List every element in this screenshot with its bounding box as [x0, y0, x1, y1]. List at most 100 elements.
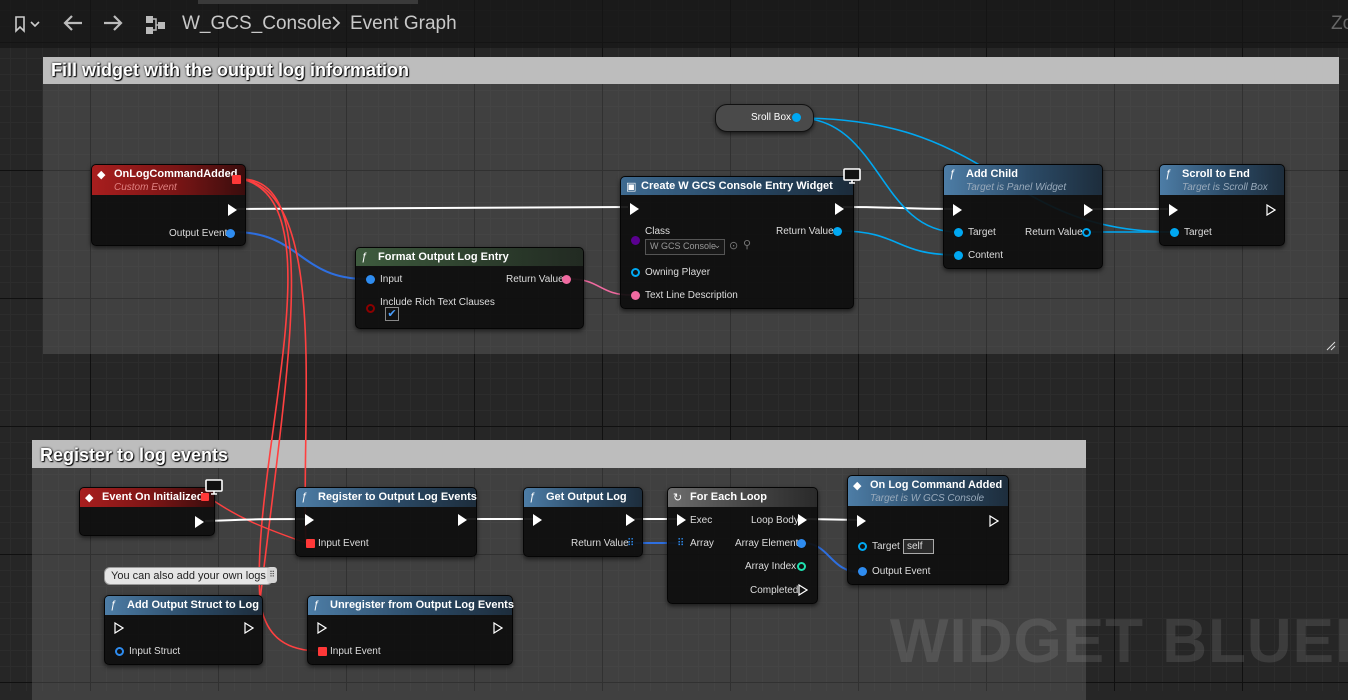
return-value-pin[interactable]	[562, 275, 571, 284]
array-grid-icon[interactable]: ⠿	[627, 538, 634, 549]
use-asset-icon[interactable]: ⊙	[729, 240, 739, 252]
event-diamond-icon: ◆	[97, 169, 106, 181]
array-grid-icon[interactable]: ⠿	[677, 538, 685, 549]
resize-handle-icon[interactable]	[1326, 341, 1336, 351]
target-pin[interactable]	[954, 228, 963, 237]
node-format-output-log-entry[interactable]: ƒ Format Output Log Entry Input Return V…	[355, 247, 584, 329]
exec-output-pin[interactable]	[458, 514, 467, 526]
widget-blueprint-watermark: WIDGET BLUEPRIN	[890, 607, 1348, 676]
class-pin[interactable]	[631, 236, 640, 245]
output-event-pin[interactable]	[226, 229, 235, 238]
comment-bubble[interactable]: You can also add your own logs	[104, 567, 273, 585]
node-create-widget[interactable]: ▣ Create W GCS Console Entry Widget Clas…	[620, 168, 861, 309]
exec-input-pin[interactable]	[953, 204, 962, 216]
delegate-pin[interactable]	[201, 493, 209, 501]
function-icon: ƒ	[301, 491, 308, 503]
input-event-pin[interactable]	[306, 539, 315, 548]
completed-pin[interactable]	[798, 584, 808, 596]
target-pin[interactable]	[1170, 228, 1179, 237]
monitor-icon	[203, 478, 225, 501]
exec-input-pin[interactable]	[630, 203, 639, 215]
content-pin[interactable]	[954, 251, 963, 260]
event-diamond-icon: ◆	[85, 492, 94, 504]
exec-input-pin[interactable]	[1169, 204, 1178, 216]
exec-input-pin[interactable]	[114, 622, 124, 634]
toolbar: W_GCS_Console Event Graph Zo	[0, 0, 1348, 48]
tab-strip	[198, 0, 418, 4]
zoom-label: Zo	[1331, 13, 1348, 34]
text-line-pin[interactable]	[631, 291, 640, 300]
function-icon: ƒ	[1165, 168, 1172, 180]
array-element-pin[interactable]	[797, 539, 806, 548]
target-pin[interactable]	[858, 542, 867, 551]
bookmark-icon[interactable]	[14, 15, 40, 39]
exec-output-pin[interactable]	[835, 203, 844, 215]
breadcrumb-graph[interactable]: Event Graph	[350, 13, 457, 34]
exec-output-pin[interactable]	[626, 514, 635, 526]
comment-title-register[interactable]: Register to log events	[32, 440, 1086, 468]
delegate-wire	[240, 178, 293, 601]
node-add-child[interactable]: ƒ Add Child Target is Panel Widget Targe…	[943, 164, 1103, 269]
exec-output-pin[interactable]	[989, 515, 999, 527]
exec-input-pin[interactable]	[305, 514, 314, 526]
forward-arrow-icon[interactable]	[102, 13, 124, 39]
delegate-wire	[240, 178, 321, 652]
owning-player-pin[interactable]	[631, 268, 640, 277]
back-arrow-icon[interactable]	[62, 13, 84, 39]
search-icon[interactable]: ⚲	[743, 239, 752, 251]
node-unregister-output-log-events[interactable]: ƒ Unregister from Output Log Events Inpu…	[307, 595, 514, 665]
output-event-pin[interactable]	[858, 567, 867, 576]
exec-output-pin[interactable]	[244, 622, 254, 634]
include-rich-text-pin[interactable]	[366, 304, 375, 313]
class-dropdown[interactable]: W GCS Console ⌄	[645, 239, 725, 255]
data-wire	[233, 231, 367, 280]
chevron-right-icon	[330, 13, 342, 39]
exec-input-pin[interactable]	[533, 514, 542, 526]
graph-icon	[144, 14, 168, 42]
exec-output-pin[interactable]	[493, 622, 503, 634]
delegate-wire	[206, 495, 307, 544]
chevron-down-icon: ⌄	[713, 240, 721, 250]
include-rich-text-checkbox[interactable]: ✔	[385, 307, 399, 321]
node-for-each-loop[interactable]: ↻ For Each Loop Exec Loop Body ⠿ Array A…	[667, 487, 818, 604]
loop-body-pin[interactable]	[798, 514, 807, 526]
exec-input-pin[interactable]	[857, 515, 866, 527]
function-icon: ƒ	[110, 599, 117, 611]
delegate-pin[interactable]	[232, 175, 241, 184]
scroll-box-pin[interactable]	[792, 113, 801, 122]
input-struct-pin[interactable]	[115, 647, 124, 656]
function-icon: ƒ	[949, 168, 956, 180]
data-wire	[797, 117, 958, 233]
input-pin[interactable]	[366, 275, 375, 284]
function-icon: ƒ	[529, 491, 536, 503]
event-diamond-icon: ◆	[853, 480, 862, 492]
exec-wire	[235, 206, 629, 210]
node-register-output-log-events[interactable]: ƒ Register to Output Log Events Input Ev…	[295, 487, 477, 557]
exec-output-pin[interactable]	[1266, 204, 1276, 216]
bubble-toggle-icon[interactable]: ⠿	[267, 567, 277, 583]
function-icon: ƒ	[361, 251, 368, 263]
node-on-log-command-added-call[interactable]: ◆ On Log Command Added Target is W GCS C…	[847, 475, 1009, 585]
exec-wire	[842, 206, 954, 210]
data-wire	[839, 230, 958, 256]
node-scroll-to-end[interactable]: ƒ Scroll to End Target is Scroll Box Tar…	[1159, 164, 1285, 246]
exec-output-pin[interactable]	[1084, 204, 1093, 216]
loop-icon: ↻	[673, 492, 683, 504]
exec-input-pin[interactable]	[317, 622, 327, 634]
target-self-field[interactable]: self	[903, 539, 934, 554]
exec-output-pin[interactable]	[195, 516, 204, 528]
node-event-on-initialized[interactable]: ◆ Event On Initialized	[79, 479, 223, 536]
exec-input-pin[interactable]	[677, 514, 686, 526]
return-value-pin[interactable]	[833, 227, 842, 236]
node-add-output-struct[interactable]: ƒ Add Output Struct to Log Input Struct	[104, 595, 263, 665]
node-scroll-box-variable[interactable]: Sroll Box	[715, 104, 814, 132]
comment-title-fill-widget[interactable]: Fill widget with the output log informat…	[43, 57, 1339, 84]
breadcrumb-asset[interactable]: W_GCS_Console	[182, 13, 332, 34]
node-on-log-command-added[interactable]: ◆ OnLogCommandAdded Custom Event Output …	[91, 164, 246, 246]
return-value-pin[interactable]	[1082, 228, 1091, 237]
monitor-icon	[841, 167, 863, 190]
node-get-output-log[interactable]: ƒ Get Output Log Return Value ⠿	[523, 487, 643, 557]
exec-output-pin[interactable]	[228, 204, 237, 216]
array-index-pin[interactable]	[797, 562, 806, 571]
input-event-pin[interactable]	[318, 647, 327, 656]
